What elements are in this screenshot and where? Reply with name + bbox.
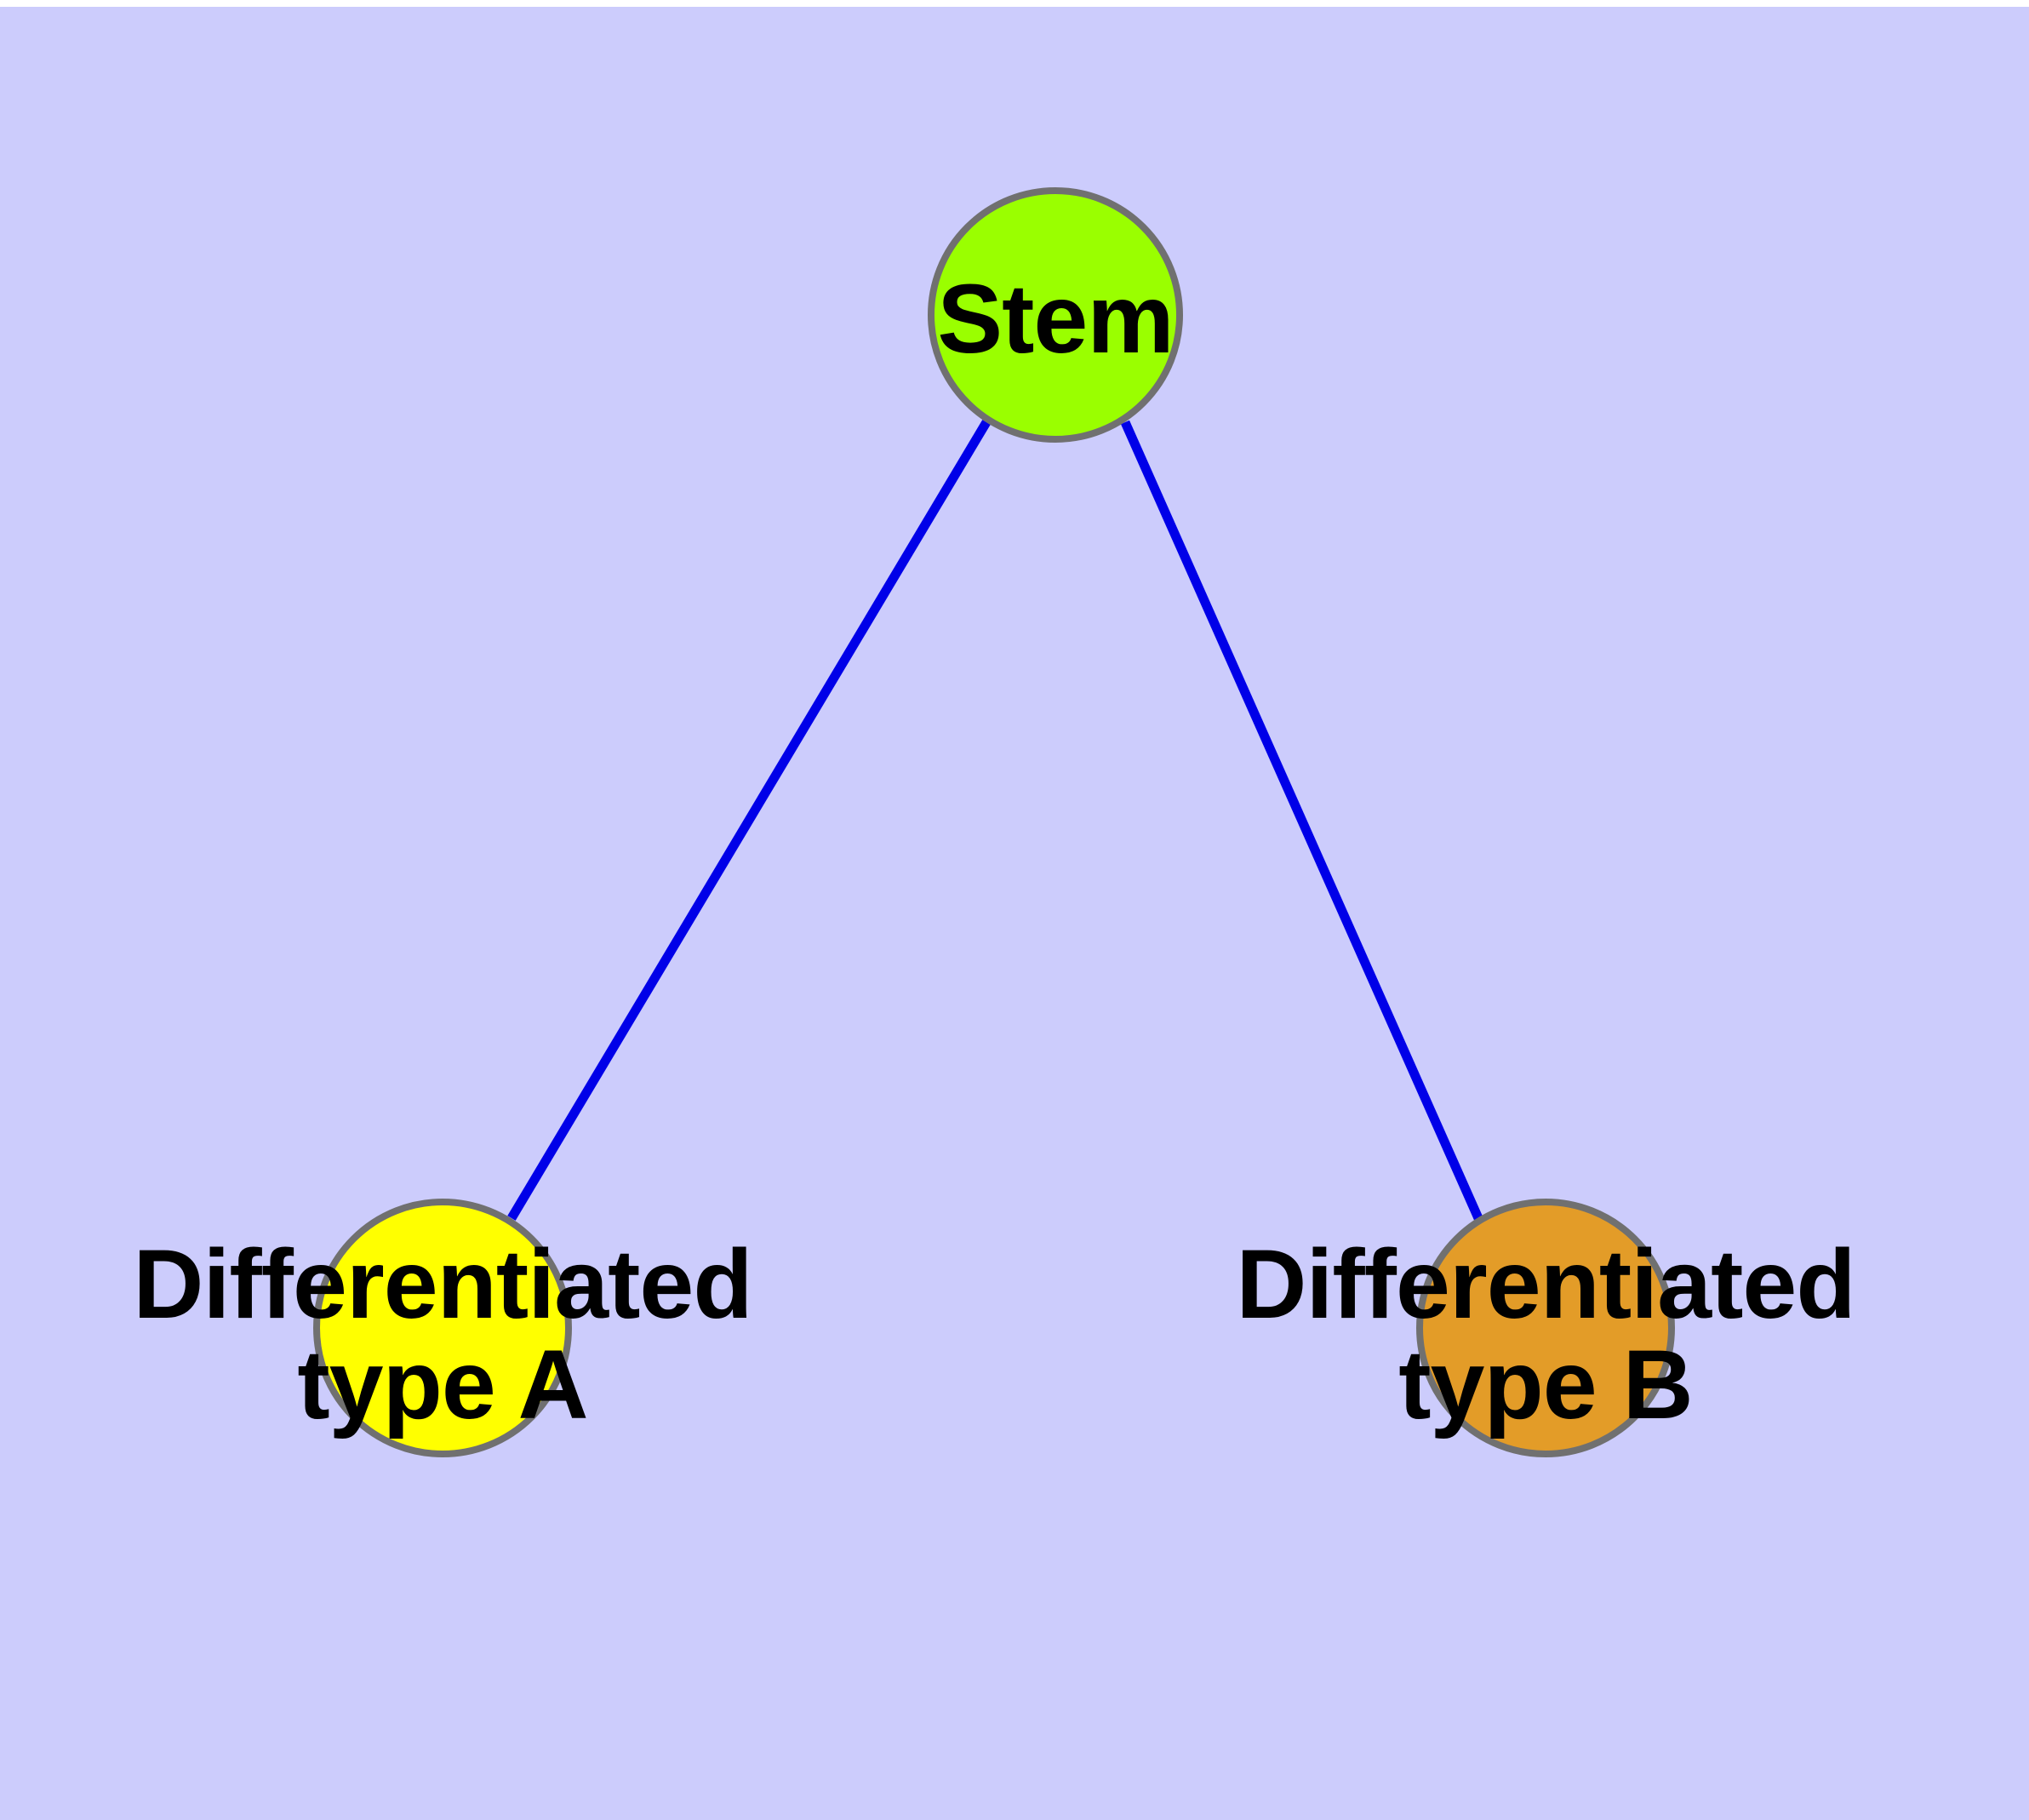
edge-layer: [507, 420, 1483, 1221]
node-differentiated-type-b[interactable]: [1416, 1199, 1675, 1457]
node-layer: [313, 187, 1675, 1457]
node-differentiated-type-a[interactable]: [313, 1199, 572, 1457]
edge-stem-to-differentiated-type-b[interactable]: [1120, 420, 1483, 1221]
edge-stem-to-differentiated-type-a[interactable]: [507, 420, 991, 1221]
node-stem[interactable]: [928, 187, 1183, 443]
